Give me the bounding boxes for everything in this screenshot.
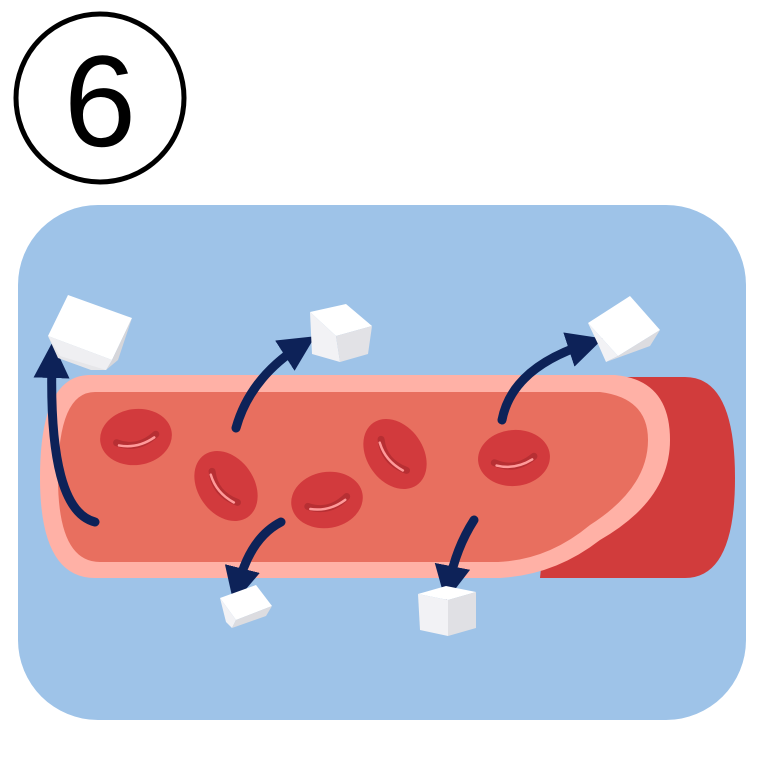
curved-arrow-icon	[231, 336, 316, 433]
red-blood-cell-icon	[363, 418, 427, 490]
sugar-cube-icon	[588, 296, 660, 362]
sugar-cube-icon	[418, 586, 476, 636]
red-blood-cell-icon	[100, 408, 172, 466]
step-badge-circle	[13, 11, 187, 185]
sugar-cubes	[48, 295, 660, 636]
red-blood-cell-icon	[291, 471, 363, 529]
step-number-text: 6	[64, 28, 136, 174]
curved-arrow-icon	[224, 517, 286, 604]
sugar-cube-icon	[48, 295, 132, 370]
sugar-cube-icon	[220, 585, 272, 628]
curved-arrow-icon	[434, 515, 479, 602]
red-blood-cell-icon	[194, 450, 258, 522]
step-number-badge: 6	[13, 11, 187, 185]
red-blood-cell-icon	[478, 429, 550, 487]
curved-arrow-icon	[497, 332, 604, 425]
diffusion-arrows	[33, 332, 604, 604]
red-blood-cells	[100, 408, 550, 529]
curved-arrow-icon	[33, 342, 100, 527]
sugar-cube-icon	[310, 304, 372, 362]
